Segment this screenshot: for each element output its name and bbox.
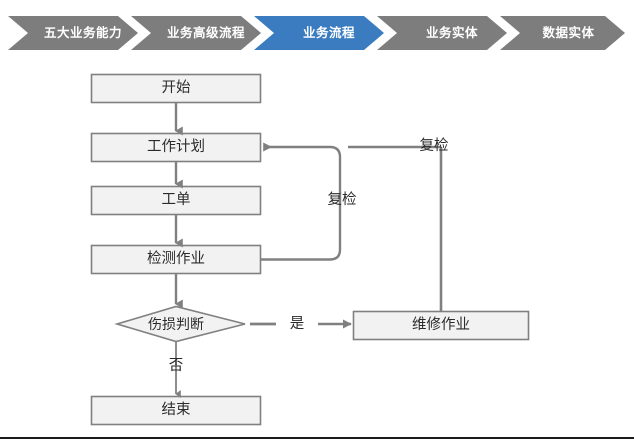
edge-inspection-to-workplan-recheck <box>261 157 342 261</box>
edge-label-yes: 是 <box>289 316 305 332</box>
node-end-label: 结束 <box>161 402 191 418</box>
breadcrumb-chevron-3[interactable] <box>377 16 507 50</box>
node-inspection-label: 检测作业 <box>147 251 205 267</box>
breadcrumb-item-0-label: 五大业务能力 <box>43 26 122 40</box>
breadcrumb-item-4-label: 数据实体 <box>542 26 595 40</box>
node-workplan-label: 工作计划 <box>147 139 205 155</box>
breadcrumb-item-1-label: 业务高级流程 <box>166 26 245 40</box>
node-decision-label: 伤损判断 <box>148 316 204 332</box>
node-start-label: 开始 <box>161 80 191 96</box>
edge-label-no: 否 <box>168 358 184 374</box>
edge-label-recheck-inner: 复检 <box>327 192 357 208</box>
breadcrumb-chevrons <box>8 16 625 50</box>
edge-inspection-recheck-upper <box>263 142 342 158</box>
node-repair-shape[interactable] <box>352 310 530 341</box>
breadcrumb-chevron-4[interactable] <box>500 16 625 50</box>
node-repair-label: 维修作业 <box>412 317 470 333</box>
node-decision-shape[interactable] <box>114 305 246 343</box>
breadcrumb-chevron-0[interactable] <box>8 16 138 50</box>
breadcrumb-chevron-2[interactable] <box>254 16 384 50</box>
edge-label-recheck-outer: 复检 <box>419 138 449 154</box>
node-workorder-label: 工单 <box>161 192 191 208</box>
node-workorder-shape[interactable] <box>90 185 262 216</box>
node-start-shape[interactable] <box>90 73 262 104</box>
breadcrumb-item-2-label: 业务流程 <box>302 26 355 40</box>
breadcrumb: 五大业务能力 业务高级流程 业务流程 业务实体 数据实体 <box>0 0 634 62</box>
node-end-shape[interactable] <box>90 395 262 426</box>
breadcrumb-chevron-1[interactable] <box>131 16 261 50</box>
breadcrumb-item-3-label: 业务实体 <box>425 26 478 40</box>
